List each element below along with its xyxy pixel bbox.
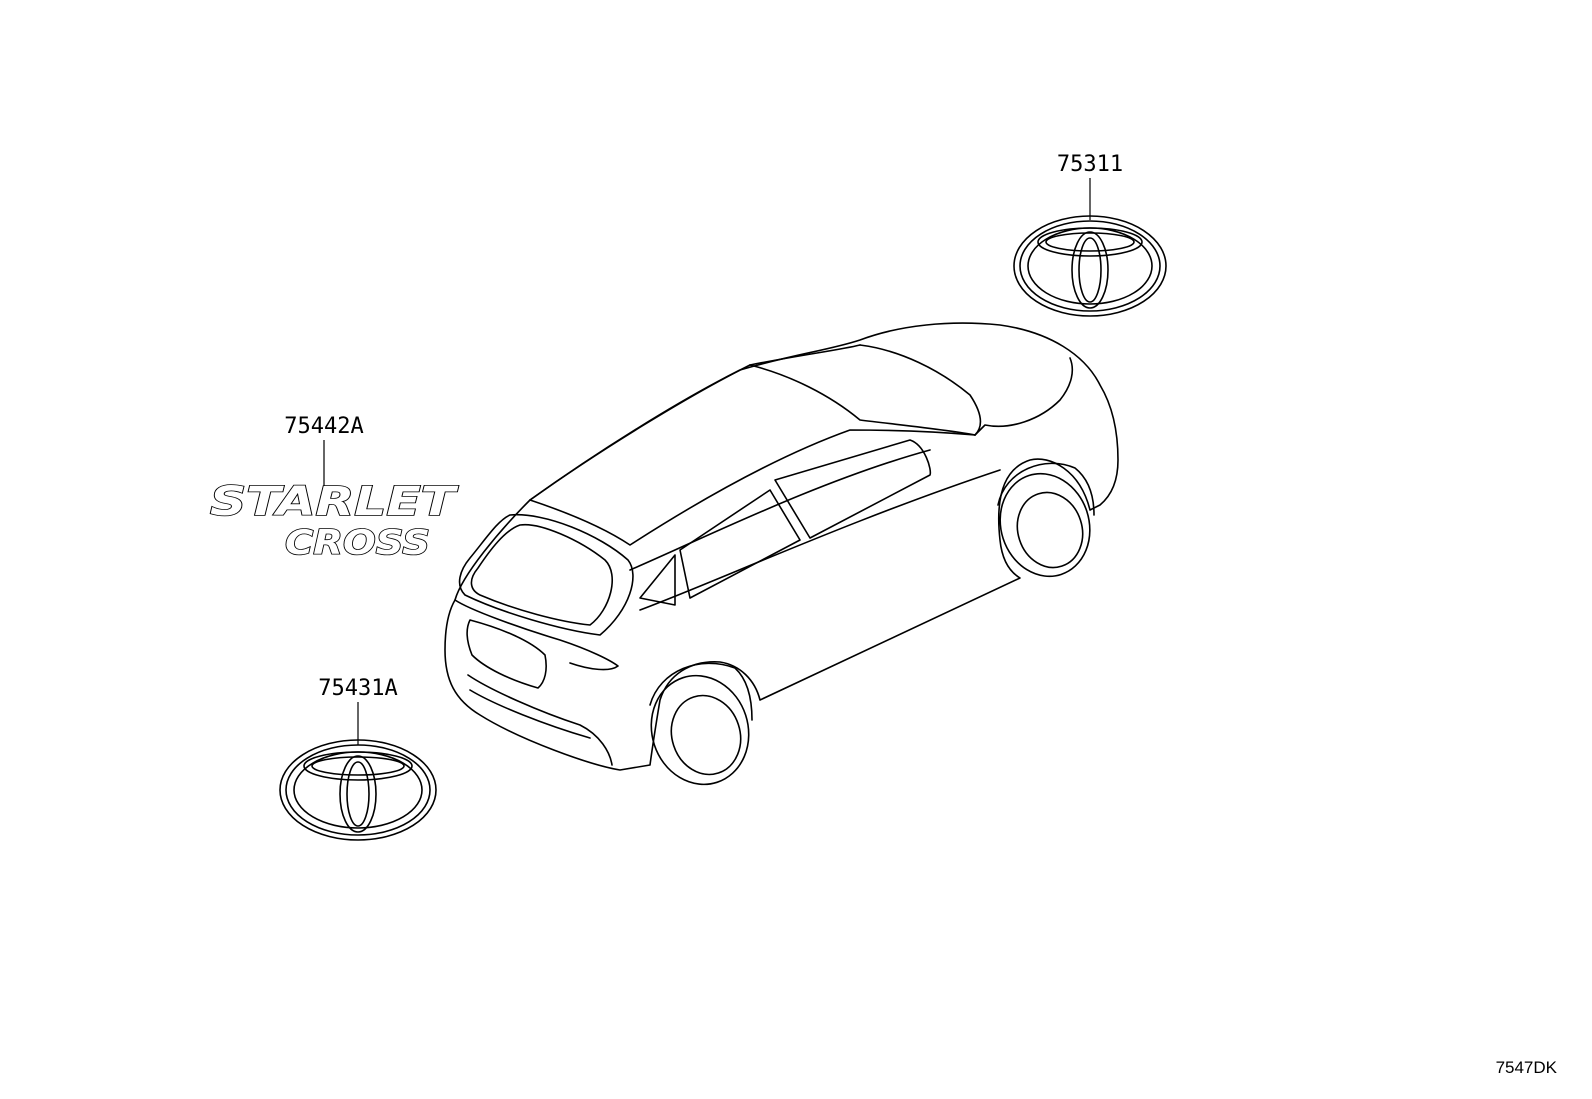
starlet-cross-emblem: STARLET CROSS (209, 478, 459, 564)
car-illustration (444, 322, 1119, 786)
diagram-code: 7547DK (1496, 1058, 1558, 1077)
callout-75431A: 75431A (318, 676, 397, 701)
name-emblem-callout: 75442A (284, 414, 364, 488)
front-emblem-icon (1013, 215, 1167, 317)
rear-emblem-callout: 75431A (318, 676, 398, 745)
emblem-text-cross: CROSS (285, 523, 430, 563)
rear-emblem-icon (279, 739, 437, 841)
callout-75442A: 75442A (284, 414, 363, 439)
emblem-text-starlet: STARLET (210, 479, 458, 525)
front-emblem-callout: 75311 (1057, 152, 1123, 220)
callout-75311: 75311 (1057, 152, 1123, 177)
